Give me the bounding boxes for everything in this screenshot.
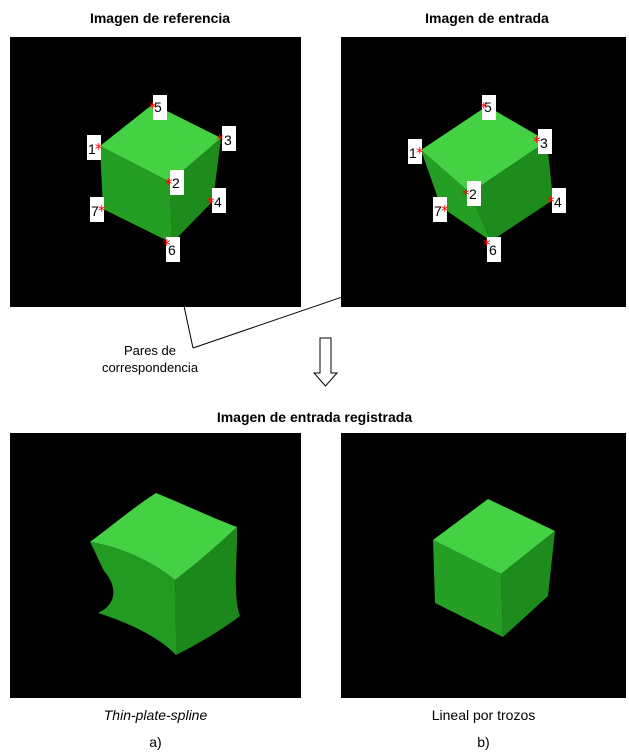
correspondence-pairs-label: Pares de correspondencia <box>70 342 230 376</box>
marker-6: 6 * <box>483 236 501 262</box>
marker-3: 3 * <box>216 126 236 151</box>
svg-text:3: 3 <box>224 132 232 148</box>
cube-right-face <box>470 141 553 241</box>
svg-text:*: * <box>95 140 103 158</box>
cube-top-face <box>421 106 547 193</box>
marker-1: 1 * <box>87 135 103 160</box>
cube-left-face <box>421 150 491 241</box>
reference-image-panel: 5 * 1 * 3 * 2 * 4 * 7 * 6 <box>10 37 301 307</box>
svg-text:7: 7 <box>434 203 442 219</box>
marker-6: 6 * <box>163 236 180 262</box>
tps-result-panel <box>10 433 301 698</box>
marker-5: 5 * <box>480 95 496 120</box>
cube-right-face <box>170 138 221 243</box>
marker-3: 3 * <box>533 129 552 154</box>
svg-text:5: 5 <box>484 99 492 115</box>
warped-cube-top-face <box>90 493 237 580</box>
svg-text:*: * <box>98 202 106 220</box>
linear-caption: Lineal por trozos <box>431 707 536 723</box>
cube-left-face <box>100 146 172 243</box>
down-arrow-icon <box>312 337 339 387</box>
svg-text:7: 7 <box>91 203 99 219</box>
svg-text:3: 3 <box>540 135 548 151</box>
svg-text:*: * <box>207 194 215 212</box>
tps-caption: Thin-plate-spline <box>103 707 208 723</box>
svg-text:*: * <box>416 144 424 162</box>
svg-text:6: 6 <box>168 242 176 258</box>
svg-text:2: 2 <box>172 175 180 191</box>
marker-1: 1 * <box>408 139 424 164</box>
marker-4: 4 * <box>547 188 566 213</box>
marker-5: 5 * <box>149 95 167 120</box>
svg-text:1: 1 <box>88 141 96 157</box>
svg-text:2: 2 <box>469 186 477 202</box>
marker-7: 7 * <box>433 197 449 222</box>
correspondence-label-line2: correspondencia <box>101 360 199 375</box>
svg-text:*: * <box>441 202 449 220</box>
svg-text:*: * <box>163 236 171 254</box>
svg-text:4: 4 <box>554 194 562 210</box>
svg-text:*: * <box>547 193 555 211</box>
svg-text:*: * <box>165 175 173 193</box>
cube-top-face <box>100 104 221 182</box>
marker-2: 2 * <box>462 181 481 206</box>
linear-letter: b) <box>477 734 490 750</box>
svg-text:*: * <box>149 99 157 117</box>
marker-4: 4 * <box>207 188 226 213</box>
warped-cube-left-face <box>90 542 176 655</box>
svg-text:*: * <box>483 236 491 254</box>
tps-letter: a) <box>149 734 162 750</box>
marker-2: 2 * <box>165 170 184 195</box>
input-image-title: Imagen de entrada <box>425 10 549 26</box>
svg-text:5: 5 <box>154 99 162 115</box>
cube-right-face <box>501 531 555 637</box>
registered-image-title: Imagen de entrada registrada <box>216 409 413 425</box>
warped-cube-right-face <box>175 527 240 655</box>
svg-text:6: 6 <box>489 242 497 258</box>
marker-7: 7 * <box>90 197 106 222</box>
svg-text:1: 1 <box>409 145 417 161</box>
piecewise-linear-result-panel <box>341 433 626 698</box>
reference-image-title: Imagen de referencia <box>89 10 231 26</box>
input-image-panel: 5 * 1 * 3 * 2 * 4 * 7 * 6 <box>341 37 626 307</box>
svg-text:4: 4 <box>214 194 222 210</box>
correspondence-label-line1: Pares de <box>123 343 177 358</box>
svg-text:*: * <box>216 131 224 149</box>
svg-text:*: * <box>480 99 488 117</box>
svg-text:*: * <box>462 186 470 204</box>
svg-text:*: * <box>533 133 541 151</box>
cube-left-face <box>433 540 503 637</box>
